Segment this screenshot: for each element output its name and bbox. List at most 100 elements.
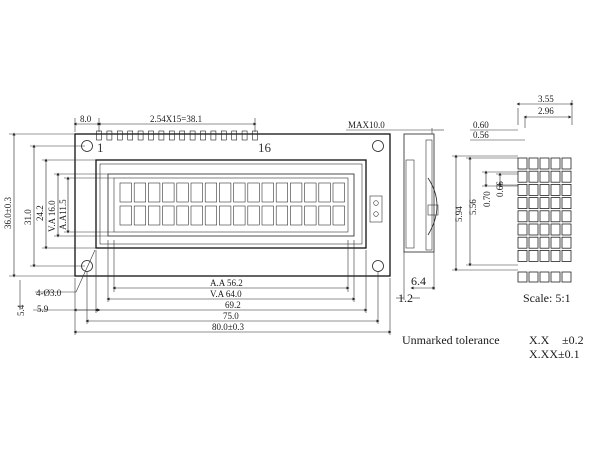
char-cell <box>304 205 317 226</box>
char-cell <box>290 205 303 226</box>
dim-aa-height: A.A11.5 <box>58 199 68 230</box>
dot <box>528 249 539 262</box>
char-cell <box>176 205 189 226</box>
dim-va-height: V.A 16.0 <box>47 200 57 232</box>
tolerance-note: Unmarked tolerance X.X ±0.2 X.XX±0.1 <box>402 333 584 361</box>
dot <box>550 197 561 210</box>
pin <box>106 130 113 141</box>
char-cell <box>261 205 274 226</box>
char-cell <box>219 205 232 226</box>
front-view: 1 16 8.0 2.54X15=38.1 36.0±0.3 31.0 24.2… <box>3 114 392 335</box>
mount-hole-br <box>372 260 384 272</box>
dim-side-thin: 1.2 <box>398 291 413 305</box>
dot <box>561 223 572 236</box>
pin <box>189 130 196 141</box>
char-cell <box>290 182 303 203</box>
char-cell <box>247 205 260 226</box>
pin <box>137 130 144 141</box>
dim-va-width: V.A 64.0 <box>210 289 242 299</box>
dot <box>550 170 561 183</box>
pin <box>241 130 248 141</box>
dim-board-width: 80.0±0.3 <box>212 322 244 332</box>
tolerance-xxx: X.XX±0.1 <box>529 347 580 361</box>
pin <box>148 130 154 141</box>
dot <box>539 157 550 170</box>
dot <box>550 236 561 249</box>
dim-left-offset-b: 5.9 <box>37 304 49 314</box>
pin <box>96 130 102 141</box>
pin <box>200 130 206 141</box>
dim-side-thick: 6.4 <box>411 274 426 288</box>
pin-header <box>96 130 258 141</box>
dot <box>539 249 550 262</box>
char-cell <box>318 205 331 226</box>
dot <box>550 223 561 236</box>
char-cell <box>148 205 161 226</box>
dot <box>550 157 561 170</box>
dim-max-thickness: MAX10.0 <box>348 120 385 130</box>
dot <box>517 183 528 196</box>
dim-height-mount: 31.0 <box>23 209 33 225</box>
tolerance-xx-value: ±0.2 <box>562 333 584 347</box>
tolerance-label: Unmarked tolerance <box>402 333 500 347</box>
cursor-dot <box>528 271 539 283</box>
dim-height-outer: 36.0±0.3 <box>3 197 13 229</box>
char-cell <box>119 205 132 226</box>
cursor-dot <box>539 271 550 283</box>
dot <box>517 210 528 223</box>
pin <box>252 130 258 141</box>
char-cell <box>233 182 246 203</box>
dim-hole-span: 75.0 <box>223 311 239 321</box>
dim-pin-pitch: 8.0 <box>80 114 92 124</box>
dot <box>539 197 550 210</box>
dot <box>561 249 572 262</box>
char-cell <box>162 205 175 226</box>
char-cell <box>190 182 203 203</box>
dot <box>539 223 550 236</box>
dot <box>528 223 539 236</box>
dim-hole-spec: 4-Ø3.0 <box>36 288 62 298</box>
dot <box>561 157 572 170</box>
dot-matrix-grid <box>517 157 572 283</box>
dim-height-va: 24.2 <box>35 205 45 221</box>
pin <box>169 130 175 141</box>
scale-label: Scale: 5:1 <box>523 291 571 305</box>
dim-pin-row: 2.54X15=38.1 <box>150 114 202 124</box>
dot <box>517 157 528 170</box>
dim-dot-pitch-a: 0.60 <box>473 120 489 130</box>
char-cell <box>133 205 146 226</box>
char-cell <box>318 182 331 203</box>
pcb-outline <box>74 133 391 277</box>
dim-dot-total-w: 3.55 <box>538 94 554 104</box>
dim-dot-h-a: 0.70 <box>482 191 492 207</box>
char-cell <box>119 182 132 203</box>
dot <box>539 236 550 249</box>
dot <box>528 170 539 183</box>
dim-char-h-outer: 5.94 <box>454 206 464 222</box>
connector-block <box>369 195 383 223</box>
char-cell <box>133 182 146 203</box>
char-cell <box>261 182 274 203</box>
char-cell <box>162 182 175 203</box>
char-cell <box>204 205 217 226</box>
dim-char-h-inner: 5.56 <box>468 199 478 215</box>
char-detail: 3.55 2.96 0.60 0.56 5.94 5.56 0.70 0.66 … <box>452 94 574 305</box>
char-cell <box>247 182 260 203</box>
cursor-dot <box>550 271 561 283</box>
dot <box>550 210 561 223</box>
char-cell <box>219 182 232 203</box>
dot <box>528 236 539 249</box>
pin <box>179 130 185 141</box>
dot <box>517 236 528 249</box>
dot <box>561 183 572 196</box>
dot <box>539 170 550 183</box>
cursor-dot <box>517 271 528 283</box>
dot <box>528 183 539 196</box>
char-cell <box>304 182 317 203</box>
pin-1-label: 1 <box>97 140 104 155</box>
dot <box>517 249 528 262</box>
dot <box>517 223 528 236</box>
char-cell <box>204 182 217 203</box>
dim-dot-pitch-b: 0.56 <box>473 130 489 140</box>
